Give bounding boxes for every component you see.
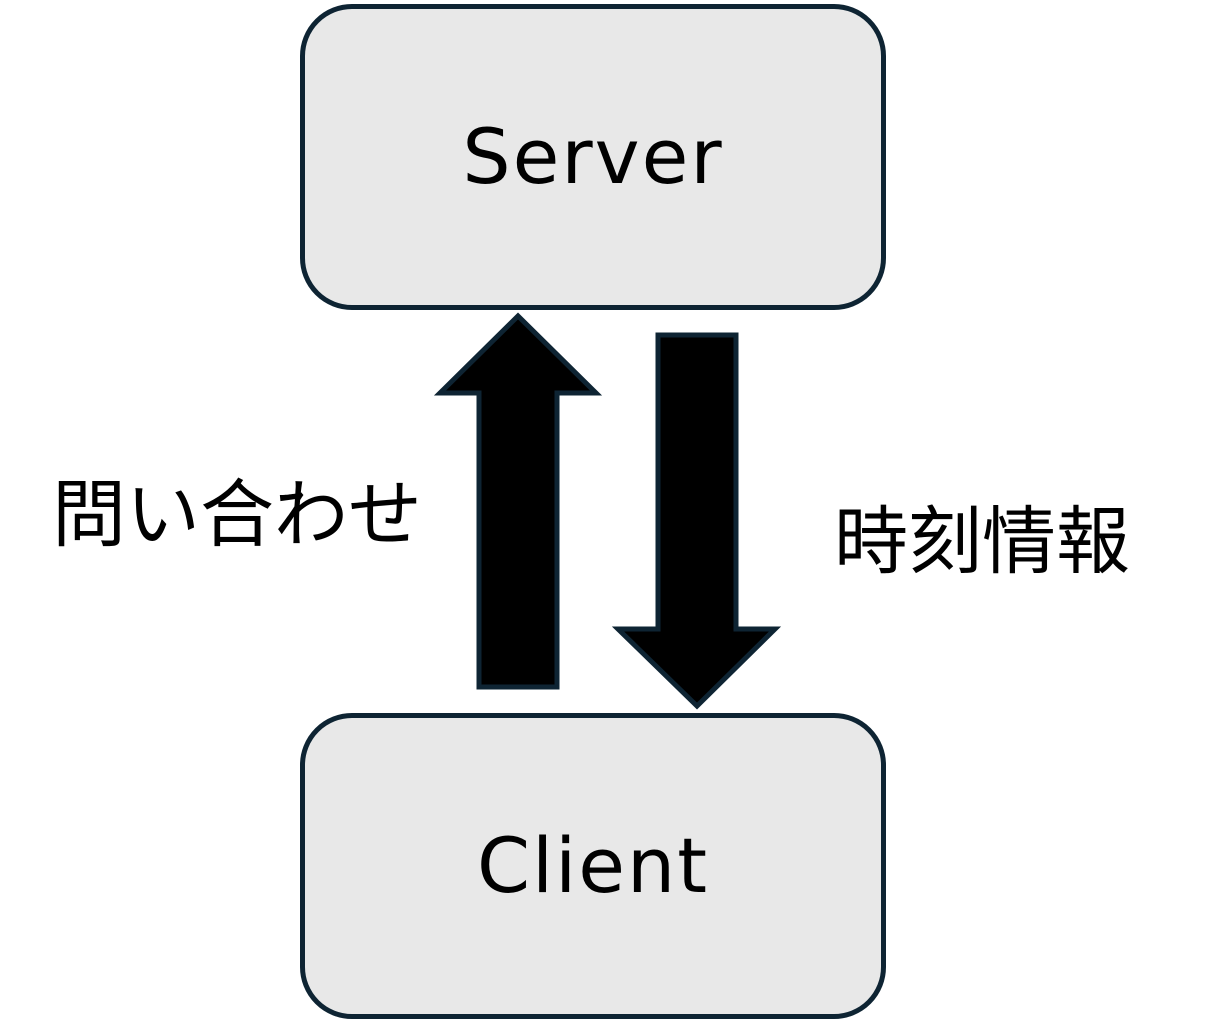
time-info-arrow <box>611 332 782 710</box>
server-node: Server <box>300 4 886 310</box>
client-label: Client <box>476 821 710 910</box>
server-label: Server <box>462 112 724 201</box>
query-arrow <box>433 312 603 690</box>
query-label: 問い合わせ <box>52 472 422 558</box>
time-info-label: 時刻情報 <box>834 499 1130 585</box>
client-node: Client <box>300 713 886 1019</box>
